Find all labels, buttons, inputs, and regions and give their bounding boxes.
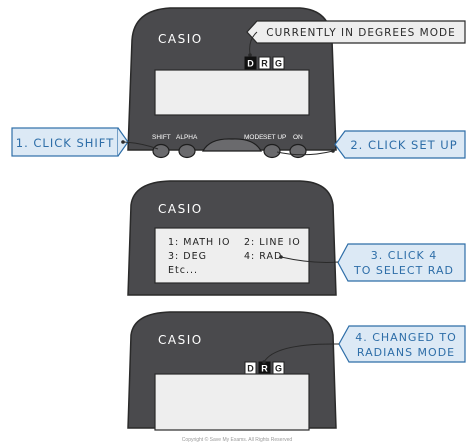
callout-click-setup-dot	[331, 149, 335, 153]
setup-label: SET UP	[263, 134, 286, 141]
callout-changed-pointer	[263, 343, 340, 363]
callout-degrees: CURRENTLY IN DEGREES MODE	[246, 20, 466, 57]
mode-indicator-g-box	[272, 56, 285, 70]
callout-click-setup: 2. CLICK SET UP	[276, 130, 466, 159]
callout-degrees-dot	[248, 53, 252, 57]
calculator-middle-screen	[154, 227, 310, 284]
callout-click-setup-pointer	[276, 150, 334, 156]
mode-indicator-d-box	[244, 56, 257, 70]
on-button[interactable]	[289, 143, 307, 159]
menu-item-rad: 4: RAD	[244, 251, 282, 262]
callout-click-shift-text: 1. CLICK SHIFT	[16, 136, 114, 150]
callout-click-4-dot	[279, 255, 283, 259]
callout-click-setup-box	[334, 130, 466, 159]
callout-changed-dot	[262, 360, 266, 364]
on-label: ON	[293, 134, 303, 141]
menu-item-etc: Etc...	[168, 265, 198, 276]
mode-indicator-r-2: R	[261, 364, 268, 374]
calculator-middle: CASIO 1: MATH IO 2: LINE IO 3: DEG 4: RA…	[127, 180, 337, 296]
callout-click-setup-text: 2. CLICK SET UP	[350, 138, 457, 152]
mode-indicator-d-2: D	[247, 364, 254, 374]
shift-label: SHIFT	[152, 134, 171, 141]
mode-label: MODE	[244, 134, 264, 141]
calculator-bottom-screen	[154, 373, 310, 431]
callout-click-shift: 1. CLICK SHIFT	[11, 127, 159, 157]
menu-item-math: 1: MATH IO	[168, 237, 230, 248]
calculator-top-brand: CASIO	[158, 32, 203, 46]
callout-click-4-box	[337, 243, 466, 282]
calculator-bottom-brand: CASIO	[158, 333, 203, 347]
callout-degrees-text: CURRENTLY IN DEGREES MODE	[266, 27, 455, 39]
setup-button[interactable]	[263, 143, 281, 159]
calculator-top-screen	[154, 69, 310, 116]
calculator-bottom: CASIO D R G	[127, 311, 337, 431]
callout-click-shift-dot	[121, 140, 125, 144]
mode-indicator-d: D	[247, 59, 254, 69]
calculator-middle-brand: CASIO	[158, 202, 203, 216]
alpha-label: ALPHA	[176, 134, 198, 141]
callout-click-4-line1: 3. CLICK 4	[371, 249, 437, 262]
shift-button[interactable]	[152, 143, 170, 159]
mode-indicator-r: R	[261, 59, 268, 69]
copyright-text: Copyright © Save My Exams. All Rights Re…	[182, 436, 293, 443]
callout-click-4-line2: TO SELECT RAD	[353, 264, 454, 277]
mode-indicator-g: G	[275, 59, 282, 69]
callout-click-4-pointer	[280, 256, 339, 263]
replay-dpad[interactable]	[201, 138, 263, 152]
mode-indicator-r-box	[258, 56, 271, 70]
alpha-button[interactable]	[178, 143, 196, 159]
callout-changed: 4. CHANGED TO RADIANS MODE	[262, 325, 466, 364]
callout-changed-box	[338, 325, 466, 363]
callout-click-4: 3. CLICK 4 TO SELECT RAD	[279, 243, 466, 282]
callout-degrees-pointer	[249, 31, 258, 55]
menu-item-deg: 3: DEG	[168, 251, 207, 262]
mode-indicator-g-2: G	[275, 364, 282, 374]
callout-click-shift-pointer	[122, 141, 159, 150]
callout-degrees-box	[246, 20, 466, 44]
callout-changed-line1: 4. CHANGED TO	[355, 331, 457, 344]
menu-item-line: 2: LINE IO	[244, 237, 301, 248]
callout-changed-line2: RADIANS MODE	[357, 346, 455, 359]
